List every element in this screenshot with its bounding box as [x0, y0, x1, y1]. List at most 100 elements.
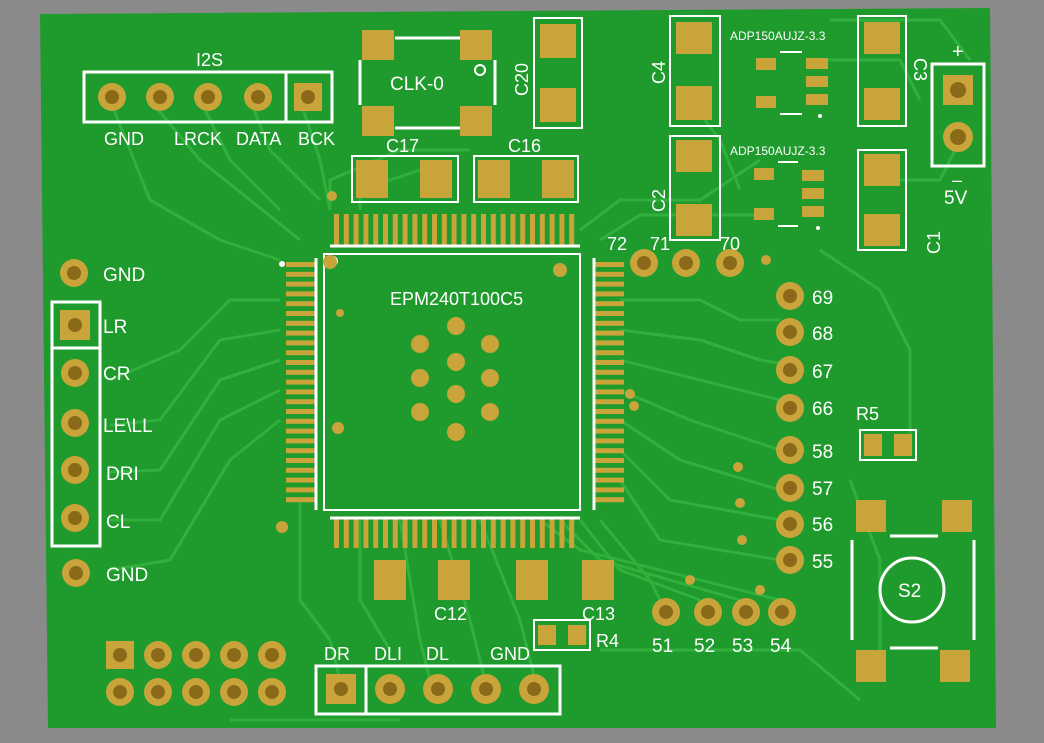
power-5v-label: 5V	[944, 188, 968, 209]
pad-hole	[265, 685, 279, 699]
ic-pin	[510, 214, 516, 246]
ic-pin	[594, 379, 624, 385]
pad-hole	[775, 605, 789, 619]
ic-pin	[594, 281, 624, 287]
bottom-label-dr: DR	[324, 644, 350, 664]
ic-pin	[432, 214, 437, 246]
ic-pin	[559, 214, 565, 246]
osc-pad	[362, 106, 394, 136]
cap-outline	[473, 155, 579, 203]
left-label-cl: CL	[106, 512, 130, 533]
ic-pin	[392, 518, 398, 548]
ic-pin	[412, 518, 418, 548]
ic-pin	[594, 409, 624, 414]
pin-label: 51	[652, 636, 673, 657]
pad-hole	[151, 685, 165, 699]
pin-label: 55	[812, 552, 833, 573]
cap-pad	[676, 140, 712, 172]
ic-pin	[594, 487, 624, 493]
ic-pin	[422, 214, 428, 246]
ic-pin	[594, 399, 624, 405]
pin-label: 57	[812, 479, 833, 500]
pad-hole	[950, 82, 966, 98]
pad-hole	[105, 90, 119, 104]
ic-pin	[490, 518, 496, 548]
pin-label: 71	[650, 234, 670, 254]
via	[447, 385, 465, 403]
resistor-pad	[538, 625, 556, 645]
cap-pad	[540, 24, 576, 58]
pin-label: 52	[694, 636, 715, 657]
pin-label: 53	[732, 636, 753, 657]
ic-pin	[286, 418, 316, 424]
regulator-1-label: ADP150AUJZ-3.3	[730, 29, 826, 43]
r5-label: R5	[856, 404, 879, 424]
reg-pad	[754, 208, 774, 220]
ic-pin	[392, 214, 398, 246]
ic-pin	[520, 518, 526, 548]
pad-hole	[227, 648, 241, 662]
i2s-header: I2S GND LRCK DATA BCK	[82, 50, 335, 149]
via	[481, 369, 499, 387]
pcb-substrate	[40, 8, 996, 728]
switch-outline	[850, 534, 976, 650]
resistor-outline	[859, 429, 917, 461]
ic-pin	[286, 409, 316, 414]
cap-pad	[864, 214, 900, 246]
pad-hole	[479, 682, 493, 696]
bottom-header: DR DLI DL GND	[314, 644, 562, 716]
pad-hole	[739, 605, 753, 619]
left-header: GND LR CR LE\LL DRI CL GND	[50, 259, 153, 587]
pad-hole	[723, 256, 737, 270]
ic-pin	[334, 214, 339, 246]
switch-pad	[940, 650, 970, 682]
cap-pad	[516, 560, 548, 600]
ic-pin	[286, 271, 316, 277]
via	[327, 191, 337, 201]
via	[447, 423, 465, 441]
ic-pin	[549, 214, 555, 246]
resistor-pad	[568, 625, 586, 645]
via	[737, 535, 747, 545]
cap-pad	[676, 204, 712, 236]
bottom-header-outline	[314, 664, 562, 716]
ic-pin	[530, 214, 535, 246]
c20-label: C20	[512, 63, 532, 96]
board-vias	[276, 191, 771, 595]
capacitor-c16: C16	[473, 136, 579, 203]
via	[276, 521, 288, 533]
pin-label: 70	[720, 234, 740, 254]
pin-label: 69	[812, 288, 833, 309]
cap-pad	[864, 22, 900, 54]
ic-pin	[343, 214, 349, 246]
ic-pin	[594, 320, 624, 326]
pad-hole	[637, 256, 651, 270]
ic-thermal-vias	[411, 317, 499, 441]
pin-label: 56	[812, 515, 833, 536]
ic-pin	[286, 428, 316, 434]
reg-pad	[756, 58, 776, 70]
ic-pin	[286, 320, 316, 326]
left-label-le-ll: LE\LL	[103, 416, 153, 437]
via	[755, 585, 765, 595]
reg-pad	[754, 168, 774, 180]
ic-pin	[286, 281, 316, 287]
regulator-1: ADP150AUJZ-3.3	[730, 29, 828, 118]
resistor-pad	[894, 434, 912, 456]
ic-pin	[594, 330, 624, 336]
resistor-pad	[864, 434, 882, 456]
resistor-outline	[533, 619, 591, 651]
pad-hole	[68, 511, 82, 525]
ic-fiducial	[553, 263, 567, 277]
ic-pin	[559, 518, 565, 548]
pad-hole	[189, 648, 203, 662]
cap-pad	[420, 160, 452, 198]
reg-outline	[778, 161, 798, 227]
capacitor-c2: C2	[649, 135, 721, 241]
pad-hole	[334, 682, 348, 696]
pad-hole	[301, 90, 315, 104]
pad-hole	[265, 648, 279, 662]
ic-pin	[471, 214, 477, 246]
switch-actuator	[878, 556, 946, 624]
ic-pin	[594, 369, 624, 375]
